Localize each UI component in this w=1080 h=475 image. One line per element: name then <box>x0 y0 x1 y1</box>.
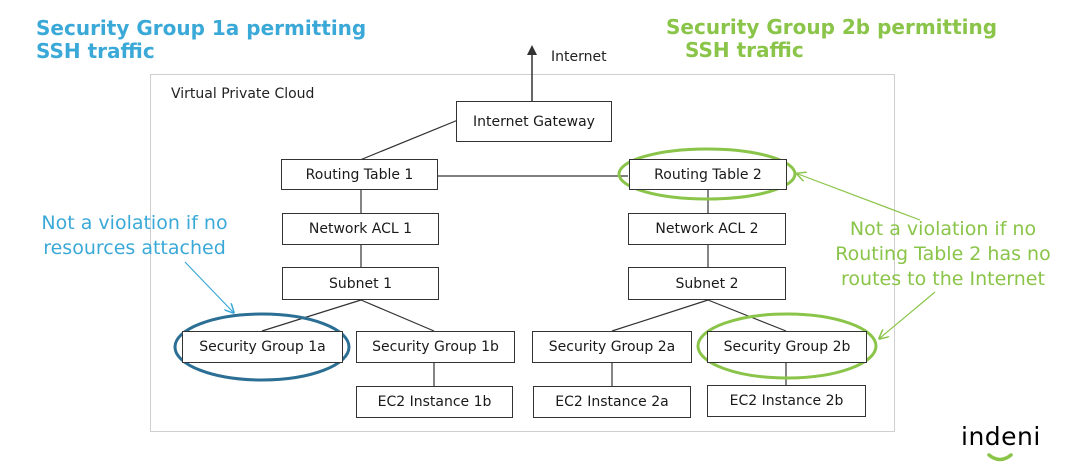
node-security-group-1b: Security Group 1b <box>356 331 515 363</box>
node-routing-table-2: Routing Table 2 <box>629 159 787 190</box>
callout-no-routes: Not a violation if no Routing Table 2 ha… <box>818 217 1068 292</box>
node-subnet-2: Subnet 2 <box>628 267 786 300</box>
node-ec2-instance-2a: EC2 Instance 2a <box>533 386 691 418</box>
node-routing-table-1: Routing Table 1 <box>281 159 438 190</box>
heading-line-1: Security Group 2b permitting <box>666 15 998 39</box>
vpc-label: Virtual Private Cloud <box>171 86 315 102</box>
node-internet-gateway: Internet Gateway <box>456 101 612 142</box>
heading-line-2: SSH traffic <box>685 38 804 62</box>
callout-line-2: resources attached <box>43 237 226 259</box>
heading-line-1: Security Group 1a permitting <box>36 16 367 40</box>
node-network-acl-2: Network ACL 2 <box>628 213 786 245</box>
smile-icon <box>987 453 1013 462</box>
callout-line-1: Not a violation if no <box>41 212 228 234</box>
indeni-logo: indeni <box>961 422 1041 462</box>
callout-line-3: routes to the Internet <box>841 268 1045 290</box>
heading-security-group-2b: Security Group 2b permitting SSH traffic <box>666 16 997 62</box>
node-ec2-instance-2b: EC2 Instance 2b <box>707 385 866 417</box>
vpc-boundary <box>150 74 895 432</box>
node-security-group-1a: Security Group 1a <box>182 331 343 363</box>
callout-line-1: Not a violation if no <box>849 218 1037 240</box>
internet-label: Internet <box>551 49 607 65</box>
callout-line-2: Routing Table 2 has no <box>835 243 1051 265</box>
logo-text: indeni <box>961 422 1041 451</box>
node-ec2-instance-1b: EC2 Instance 1b <box>356 386 513 418</box>
callout-no-resources: Not a violation if no resources attached <box>22 211 247 261</box>
node-subnet-1: Subnet 1 <box>282 267 439 300</box>
node-security-group-2a: Security Group 2a <box>532 331 692 363</box>
heading-line-2: SSH traffic <box>36 39 155 63</box>
node-security-group-2b: Security Group 2b <box>707 331 867 363</box>
heading-security-group-1a: Security Group 1a permitting SSH traffic <box>36 17 366 63</box>
node-network-acl-1: Network ACL 1 <box>282 213 439 245</box>
